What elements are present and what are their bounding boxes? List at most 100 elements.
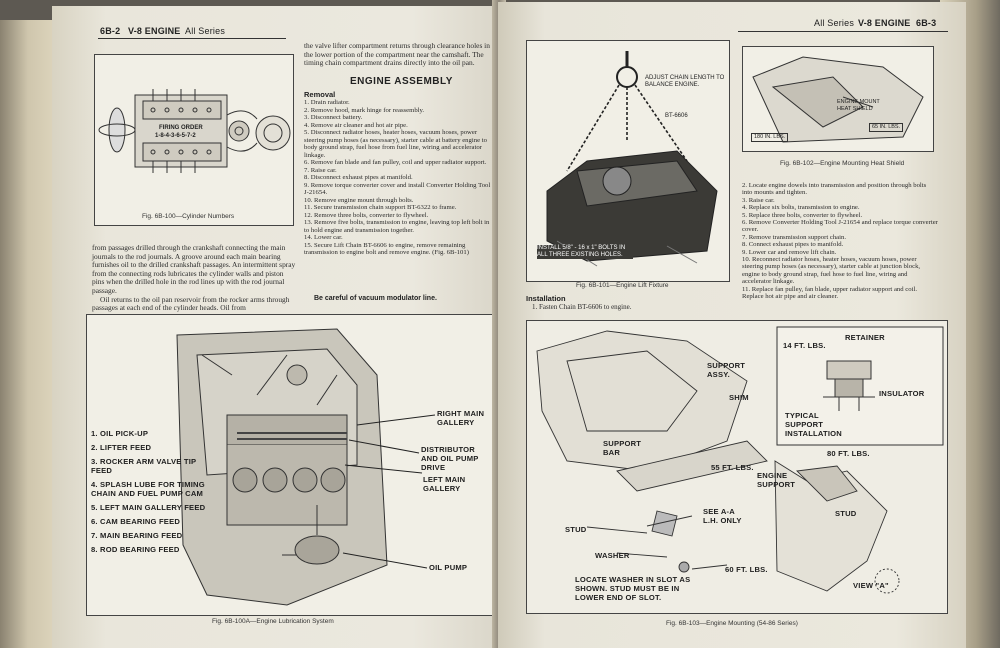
cylinder-numbers-drawing (98, 89, 291, 173)
left-body-paragraph-1: from passages drilled through the cranks… (92, 243, 296, 295)
lube-legend-item: 5. LEFT MAIN GALLERY FEED (91, 503, 206, 512)
right-header-rule (738, 31, 948, 32)
callout-see-aa: SEE A-A L.H. ONLY (703, 507, 742, 525)
removal-step: 5. Disconnect radiator hoses, heater hos… (304, 129, 487, 159)
removal-step: 15. Secure Lift Chain BT-6606 to engine,… (304, 241, 469, 257)
removal-step: 4. Remove air cleaner and hot air pipe. (304, 121, 408, 129)
lube-legend-item: 8. ROD BEARING FEED (91, 545, 180, 554)
callout-left-main-gallery: LEFT MAIN GALLERY (423, 475, 466, 493)
lube-legend-item: 3. ROCKER ARM VALVE TIP FEED (91, 457, 197, 475)
left-header-rule (98, 38, 286, 39)
callout-14-ft-lbs: 14 FT. LBS. (783, 341, 826, 350)
removal-step: 7. Raise car. (304, 166, 337, 174)
lift-callout-install-bolts: INSTALL 5/8" - 16 x 1" BOLTS IN ALL THRE… (537, 245, 633, 259)
heat-shield-torque-180: 180 IN. LBS. (751, 133, 789, 142)
removal-title: Removal (304, 90, 336, 99)
right-header-series: All Series (814, 18, 855, 28)
section-title-engine-assembly: ENGINE ASSEMBLY (350, 76, 453, 87)
left-page: 6B-2 V-8 ENGINE All Series (52, 6, 502, 648)
removal-step: 12. Remove three bolts, converter to fly… (304, 211, 429, 219)
callout-55-ft-lbs: 55 FT. LBS. (711, 463, 754, 472)
callout-stud-2: STUD (835, 509, 857, 518)
lift-tool-label: BT-6606 (665, 113, 688, 119)
callout-oil-pump: OIL PUMP (429, 563, 468, 572)
callout-right-main-gallery: RIGHT MAIN GALLERY (437, 409, 485, 427)
removal-step: 14. Lower car. (304, 234, 343, 241)
right-page-number: 6B-3 (916, 18, 937, 28)
lube-legend-item: 1. OIL PICK-UP (91, 429, 149, 438)
callout-retainer: RETAINER (845, 333, 885, 342)
heat-shield-label: ENGINE MOUNT HEAT SHIELD (837, 99, 880, 112)
heat-shield-drawing (752, 56, 924, 143)
callout-insulator: INSULATOR (879, 389, 925, 398)
callout-stud: STUD (565, 525, 587, 534)
installation-title: Installation (526, 294, 566, 303)
removal-steps: 1. Drain radiator.2. Remove hood, mark h… (304, 99, 496, 257)
installation-step: 9. Lower car and remove lift chain. (742, 248, 837, 256)
firing-order-label: FIRING ORDER (159, 125, 203, 131)
figure-heat-shield: ENGINE MOUNT HEAT SHIELD 65 IN. LBS. 180… (742, 46, 934, 152)
right-header-title: V-8 ENGINE (858, 18, 911, 28)
lube-legend-item: 6. CAM BEARING FEED (91, 517, 181, 526)
callout-washer: WASHER (595, 551, 630, 560)
fig101-caption: Fig. 6B-101—Engine Lift Fixture (576, 282, 669, 289)
col2-intro: the valve lifter compartment returns thr… (304, 41, 490, 68)
removal-step: 11. Secure transmission chain support BT… (304, 204, 457, 211)
caution-note: Be careful of vacuum modulator line. (314, 295, 437, 302)
removal-step: 1. Drain radiator. (304, 99, 350, 106)
fig100-caption: Fig. 6B-100—Cylinder Numbers (142, 213, 235, 220)
right-page: All Series V-8 ENGINE 6B-3 ADJUST CHAIN … (498, 2, 966, 648)
installation-step: 8. Connect exhaust pipes to manifold. (742, 241, 844, 249)
callout-distributor-oil-pump-drive: DISTRIBUTOR AND OIL PUMP DRIVE (421, 445, 479, 472)
installation-step: 3. Raise car. (742, 196, 775, 204)
callout-shim: SHIM (729, 393, 749, 402)
firing-order-value: 1-8-4-3-6-5-7-2 (155, 133, 196, 139)
left-page-number: 6B-2 (100, 26, 121, 36)
removal-step: 2. Remove hood, mark hinge for reassembl… (304, 106, 425, 114)
installation-step: 2. Locate engine dowels into transmissio… (742, 182, 927, 197)
callout-typical-support: TYPICAL SUPPORT INSTALLATION (785, 411, 842, 438)
callout-engine-support: ENGINE SUPPORT (757, 471, 796, 489)
fig102-caption: Fig. 6B-102—Engine Mounting Heat Shield (780, 160, 905, 167)
installation-step: 6. Remove Converter Holding Tool J-21654… (742, 219, 938, 234)
engine-lift-drawing (546, 51, 718, 267)
removal-step: 6. Remove fan blade and fan pulley, coil… (304, 159, 487, 166)
fig103-caption: Fig. 6B-103—Engine Mounting (54-86 Serie… (666, 620, 798, 627)
engine-mounting-drawing (536, 326, 944, 594)
callout-locate-washer-note: LOCATE WASHER IN SLOT AS SHOWN. STUD MUS… (575, 575, 691, 602)
lift-callout-adjust-chain: ADJUST CHAIN LENGTH TO BALANCE ENGINE. (645, 75, 725, 88)
figure-cylinder-numbers: FIRING ORDER 1-8-4-3-6-5-7-2 (94, 54, 294, 226)
removal-step: 8. Disconnect exhaust pipes at manifold. (304, 174, 413, 181)
installation-step: 11. Replace fan pulley, fan blade, upper… (742, 285, 917, 301)
removal-step: 13. Remove five bolts, transmission to e… (304, 219, 490, 234)
left-body-text: from passages drilled through the cranks… (92, 243, 297, 313)
lubrication-engine-drawing (176, 328, 436, 606)
callout-view-a: VIEW "A" (853, 581, 889, 590)
callout-support-assy: SUPPORT ASSY. (707, 361, 746, 379)
left-header-series: All Series (185, 26, 226, 36)
installation-step: 4. Replace six bolts, transmission to en… (742, 204, 860, 212)
fig100a-caption: Fig. 6B-100A—Engine Lubrication System (212, 618, 334, 625)
installation-step-1: 1. Fasten Chain BT-6606 to engine. (532, 303, 632, 311)
heat-shield-torque-65: 65 IN. LBS. (869, 123, 904, 132)
callout-60-ft-lbs: 60 FT. LBS. (725, 565, 768, 574)
figure-engine-mounting: SUPPORT ASSY. SHIM SUPPORT BAR 55 FT. LB… (526, 320, 948, 614)
installation-step: 5. Replace three bolts, converter to fly… (742, 211, 863, 219)
removal-step: 9. Remove torque converter cover and ins… (304, 181, 491, 197)
removal-step: 3. Disconnect battery. (304, 114, 363, 121)
lube-legend: 1. OIL PICK-UP 2. LIFTER FEED 3. ROCKER AR… (91, 429, 207, 559)
left-body-paragraph-2: Oil returns to the oil pan reservoir fro… (92, 294, 290, 313)
installation-step: 10. Reconnect radiator hoses, heater hos… (742, 256, 921, 286)
figure-lubrication-system: 1. OIL PICK-UP 2. LIFTER FEED 3. ROCKER AR… (86, 314, 494, 616)
left-header-title: V-8 ENGINE (128, 26, 181, 36)
installation-steps: 2. Locate engine dowels into transmissio… (742, 182, 938, 301)
lube-legend-item: 2. LIFTER FEED (91, 443, 152, 452)
lube-legend-item: 7. MAIN BEARING FEED (91, 531, 183, 540)
figure-engine-lift-fixture: ADJUST CHAIN LENGTH TO BALANCE ENGINE. B… (526, 40, 730, 282)
installation-step: 7. Remove transmission support chain. (742, 233, 847, 241)
lube-legend-item: 4. SPLASH LUBE FOR TIMING CHAIN AND FUEL… (91, 480, 205, 498)
callout-support-bar: SUPPORT BAR (603, 439, 642, 457)
removal-step: 10. Remove engine mount through bolts. (304, 196, 414, 204)
callout-80-ft-lbs: 80 FT. LBS. (827, 449, 870, 458)
